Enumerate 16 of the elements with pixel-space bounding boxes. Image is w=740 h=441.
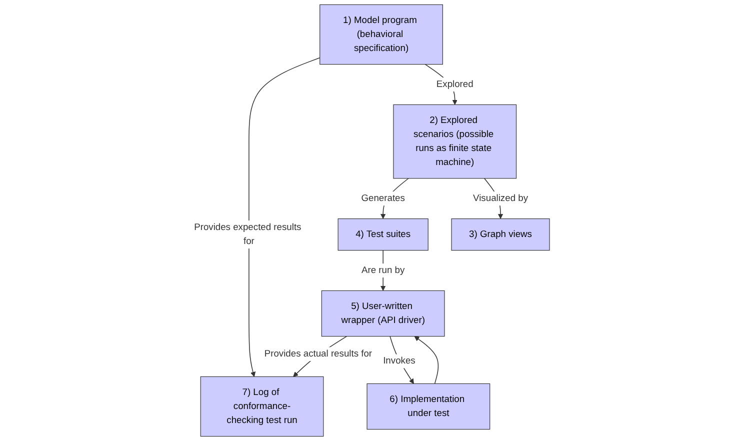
- arrow: [414, 336, 439, 384]
- node-box: 1) Model program (behavioral specification): [320, 4, 443, 65]
- node-box: 6) Implementation under test: [366, 383, 490, 430]
- edge-label: Visualized by: [473, 193, 528, 204]
- edge-label: Provides expected results for: [194, 222, 302, 246]
- node-box: 5) User-written wrapper (API driver): [321, 290, 445, 337]
- edge-label: Are run by: [362, 265, 405, 276]
- node-box: 3) Graph views: [451, 218, 550, 251]
- edge-label: Explored: [436, 79, 474, 90]
- node-box: 4) Test suites: [338, 218, 428, 251]
- node-box: 7) Log of conformance-checking test run: [200, 376, 324, 437]
- node-box: 2) Explored scenarios (possible runs as finite state machine): [393, 104, 517, 179]
- edge-label: Provides actual results for: [264, 348, 372, 359]
- edge-label: Invokes: [383, 356, 416, 366]
- edge-label: Generates: [361, 193, 405, 204]
- arrow: [248, 57, 320, 377]
